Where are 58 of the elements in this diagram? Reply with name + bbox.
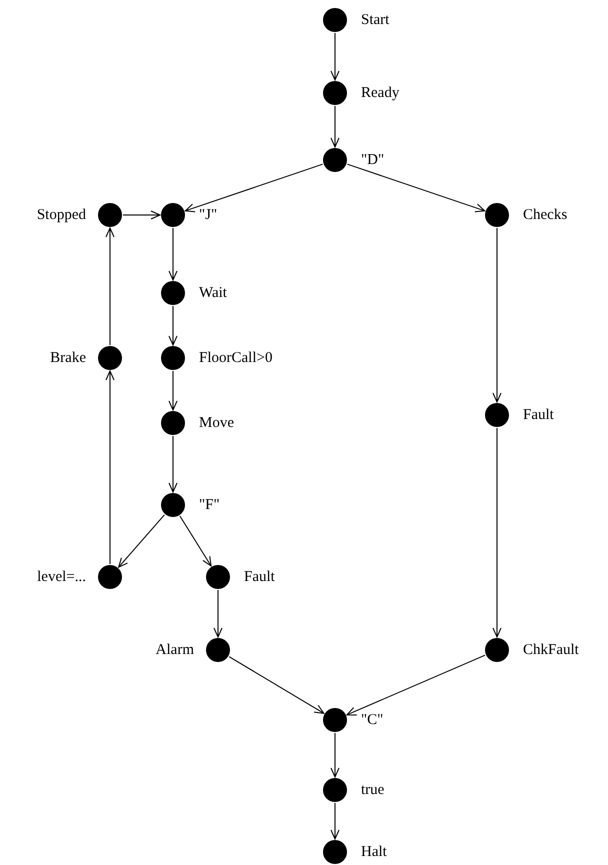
arrow xyxy=(184,164,324,212)
state-label: ChkFault xyxy=(523,641,579,659)
state-dot xyxy=(323,8,347,32)
state-dot xyxy=(161,493,185,517)
arrow xyxy=(106,370,114,564)
state-dot xyxy=(485,203,509,227)
arrow xyxy=(492,428,502,638)
state-label: Fault xyxy=(523,406,554,424)
state-label: Ready xyxy=(361,84,400,102)
arrow xyxy=(330,802,340,840)
state-label: true xyxy=(361,781,384,799)
state-label: Halt xyxy=(361,843,387,861)
arrow xyxy=(228,656,324,714)
state-label: FloorCall>0 xyxy=(199,349,272,367)
arrow xyxy=(168,306,178,346)
state-label: Move xyxy=(199,414,234,432)
arrow xyxy=(214,590,222,638)
arrow xyxy=(168,370,178,410)
arrow xyxy=(330,732,340,778)
state-dot xyxy=(161,411,185,435)
state-dot xyxy=(485,403,509,427)
state-label: Stopped xyxy=(36,206,86,224)
state-dot xyxy=(323,708,347,732)
state-dot xyxy=(161,281,185,305)
arrow xyxy=(118,514,165,568)
state-dot xyxy=(323,778,347,802)
state-dot xyxy=(323,148,347,172)
arrow xyxy=(168,228,178,280)
state-dot xyxy=(98,346,122,370)
state-label: "J" xyxy=(199,206,218,224)
state-dot xyxy=(98,203,122,227)
state-label: Alarm xyxy=(156,641,194,659)
state-label: Wait xyxy=(199,284,227,302)
state-label: "D" xyxy=(361,151,384,169)
arrow xyxy=(346,654,486,716)
arrow xyxy=(122,210,160,220)
state-dot xyxy=(161,346,185,370)
arrow xyxy=(330,106,340,148)
state-dot xyxy=(98,565,122,589)
state-dot xyxy=(206,565,230,589)
arrow xyxy=(179,516,212,566)
state-dot xyxy=(161,203,185,227)
state-label: level=... xyxy=(37,568,86,586)
state-dot xyxy=(485,638,509,662)
arrow xyxy=(106,228,114,346)
arrow xyxy=(346,164,486,212)
state-label: Start xyxy=(361,11,390,29)
state-label: Fault xyxy=(244,568,275,586)
arrow xyxy=(330,32,340,80)
arrow xyxy=(492,228,502,402)
state-label: "C" xyxy=(361,711,384,729)
state-label: Brake xyxy=(50,349,86,367)
arrow xyxy=(168,436,178,492)
state-label: "F" xyxy=(199,496,220,514)
state-dot xyxy=(206,638,230,662)
state-dot xyxy=(323,81,347,105)
state-label: Checks xyxy=(523,206,568,224)
state-dot xyxy=(323,840,347,864)
